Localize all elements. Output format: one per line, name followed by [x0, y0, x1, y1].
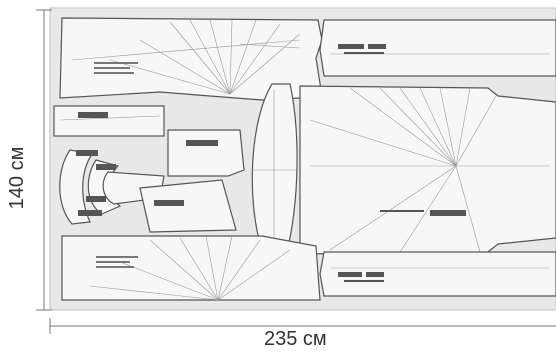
collar-pieces	[59, 149, 165, 225]
height-label: 140 см	[6, 146, 28, 210]
width-label: 235 см	[264, 328, 327, 350]
strip-bottom	[319, 251, 556, 297]
front-piece-right	[299, 85, 556, 255]
side-panel-left	[139, 129, 245, 233]
facing-pieces-left	[53, 105, 165, 137]
strip-top	[319, 19, 556, 77]
dimension-lines	[36, 9, 556, 334]
back-piece-bottom	[61, 235, 321, 301]
